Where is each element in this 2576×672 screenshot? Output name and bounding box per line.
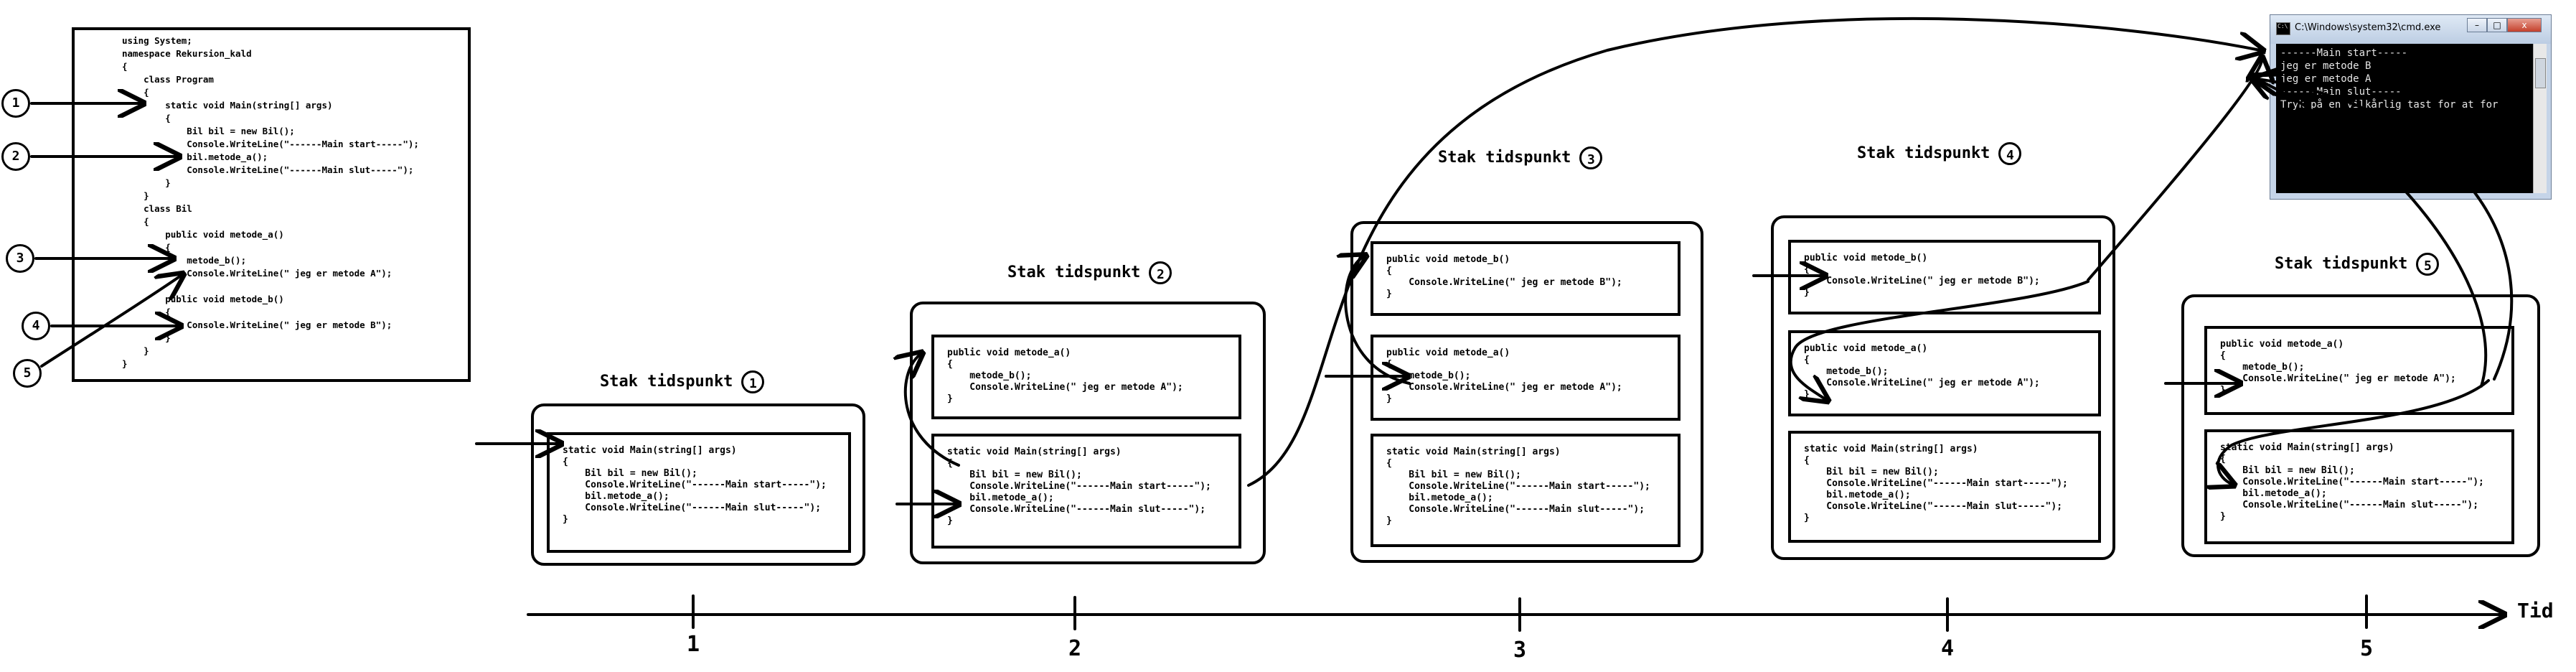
stack-number-3: 3 [1579, 146, 1603, 169]
main-frame-2: static void Main(string[] args) { Bil bi… [931, 434, 1241, 549]
step-marker-2: 2 [1, 142, 30, 171]
stack-frame-1: static void Main(string[] args) { Bil bi… [531, 403, 865, 566]
timeline-axis-label: Tid [2517, 599, 2554, 622]
step-marker-3: 3 [6, 244, 34, 273]
stack-frame-2: public void metode_a() { metode_b(); Con… [910, 302, 1266, 564]
stack-number-4: 4 [1998, 142, 2022, 165]
metode-a-frame-4: public void metode_a() { metode_b(); Con… [1788, 330, 2101, 416]
stack-number-1: 1 [741, 370, 765, 393]
main-frame-3: static void Main(string[] args) { Bil bi… [1371, 434, 1680, 547]
main-code: static void Main(string[] args) { Bil bi… [1804, 444, 2068, 523]
main-frame-1: static void Main(string[] args) { Bil bi… [547, 432, 851, 553]
metode-b-code: public void metode_b() { Console.WriteLi… [1386, 254, 1622, 299]
metode-a-frame-2: public void metode_a() { metode_b(); Con… [931, 335, 1241, 419]
curve-main-to-a [906, 355, 960, 467]
metode-a-code: public void metode_a() { metode_b(); Con… [947, 347, 1183, 404]
metode-a-code: public void metode_a() { metode_b(); Con… [1386, 347, 1622, 404]
stack-number-5: 5 [2416, 253, 2440, 276]
console-scrollbar[interactable] [2533, 44, 2547, 193]
step-marker-4: 4 [22, 312, 50, 340]
console-scrollbar-thumb[interactable] [2535, 58, 2546, 88]
curve-metode-b-output [2087, 60, 2262, 281]
stack-frame-5: public void metode_a() { metode_b(); Con… [2181, 294, 2540, 557]
metode-a-frame-5: public void metode_a() { metode_b(); Con… [2204, 326, 2514, 415]
timeline-tick-label-2: 2 [1068, 636, 1082, 661]
main-frame-4: static void Main(string[] args) { Bil bi… [1788, 431, 2101, 543]
timeline-tick-label-1: 1 [686, 632, 700, 657]
step-marker-5: 5 [13, 359, 42, 388]
metode-a-code: public void metode_a() { metode_b(); Con… [1804, 343, 2040, 400]
stack-number-2: 2 [1149, 261, 1172, 284]
minimize-button[interactable]: – [2467, 18, 2487, 32]
main-code: static void Main(string[] args) { Bil bi… [2220, 442, 2484, 522]
maximize-button[interactable]: □ [2487, 18, 2507, 32]
main-code: static void Main(string[] args) { Bil bi… [1386, 447, 1650, 526]
curve-main-start-output [1247, 17, 2260, 487]
timeline-tick-label-5: 5 [2359, 636, 2374, 661]
metode-b-frame-3: public void metode_b() { Console.WriteLi… [1371, 241, 1680, 316]
arrow-step-5 [40, 276, 181, 368]
curve-a-to-main [2218, 379, 2490, 484]
console-title-bar[interactable]: C:\Windows\system32\cmd.exe – □ x [2270, 15, 2551, 44]
curve-metode-a-output [2253, 78, 2487, 388]
close-button[interactable]: x [2507, 18, 2542, 32]
main-code: static void Main(string[] args) { Bil bi… [563, 445, 827, 525]
metode-a-frame-3: public void metode_a() { metode_b(); Con… [1371, 335, 1680, 421]
console-app-icon [2276, 22, 2290, 35]
curve-b-to-a [1789, 280, 2090, 399]
timeline-tick-label-3: 3 [1513, 638, 1527, 663]
main-code: static void Main(string[] args) { Bil bi… [947, 447, 1211, 526]
stack-frame-3: public void metode_b() { Console.WriteLi… [1350, 221, 1703, 563]
source-code-box: using System; namespace Rekursion_kald {… [72, 27, 471, 382]
metode-a-code: public void metode_a() { metode_b(); Con… [2220, 339, 2456, 396]
main-frame-5: static void Main(string[] args) { Bil bi… [2204, 429, 2514, 544]
curve-main-slut-output [2257, 79, 2514, 381]
source-code: using System; namespace Rekursion_kald {… [122, 35, 419, 369]
timeline-tick-label-4: 4 [1940, 636, 1955, 661]
console-title: C:\Windows\system32\cmd.exe [2295, 22, 2441, 33]
step-marker-1: 1 [1, 89, 30, 118]
curve-a-to-b [1345, 257, 1411, 385]
console-window: C:\Windows\system32\cmd.exe – □ x ------… [2270, 14, 2552, 200]
console-output-area[interactable]: ------Main start----- jeg er metode B je… [2276, 44, 2533, 193]
